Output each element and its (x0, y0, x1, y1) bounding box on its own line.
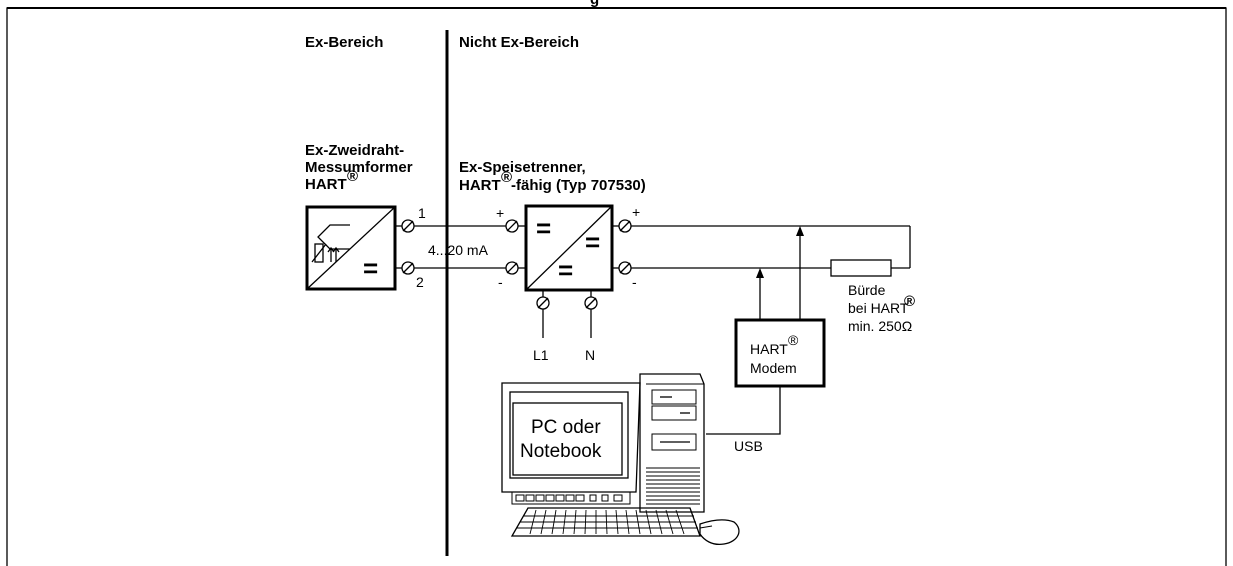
arrow-up-icon (796, 226, 804, 236)
output-loop: Bürde bei HART ® min. 250Ω (631, 225, 915, 334)
isolator-block: = = = (524, 204, 614, 292)
transmitter-registered-mark: ® (347, 168, 358, 185)
pc-tower (639, 373, 705, 513)
clipped-heading-fragment: g (590, 0, 599, 8)
terminal-1-label: 1 (418, 205, 426, 221)
isolator-registered-mark: ® (501, 169, 512, 186)
monitor-control-strip (511, 491, 631, 505)
pc-monitor: PC oder Notebook (501, 382, 641, 505)
keyboard-keys (517, 509, 698, 535)
arrow-up-icon (756, 268, 764, 278)
burden-resistor (830, 259, 892, 277)
pc-label-2: Notebook (520, 441, 602, 462)
transmitter-equals-symbol: = (363, 253, 378, 283)
isolator-output-terminals: + - (612, 204, 640, 290)
usb-cable (706, 386, 781, 435)
transmitter-title-1: Ex-Zweidraht- (305, 142, 404, 159)
ex-area-label: Ex-Bereich (305, 34, 383, 51)
burden-label-2: bei HART (848, 300, 909, 316)
usb-label: USB (734, 438, 763, 454)
supply-terminals: L1 N (533, 290, 598, 363)
drive-bay-icon (651, 389, 697, 405)
burden-registered-mark: ® (904, 293, 915, 310)
transmitter-title-3: HART (305, 176, 347, 193)
keyboard (510, 507, 701, 537)
isolator-in-plus-label: + (496, 205, 504, 221)
transmitter-diagonal (306, 206, 396, 290)
modem-label-2: Modem (750, 360, 797, 376)
terminal-2-label: 2 (416, 274, 424, 290)
modem-registered-mark: ® (788, 332, 799, 348)
transmitter-block: = (305, 205, 397, 291)
hart-modem: HART ® Modem (734, 318, 826, 388)
tower-vent-lines (646, 467, 700, 505)
isolator-out-minus-label: - (632, 274, 637, 290)
thermistor-slash (311, 243, 327, 263)
non-ex-area-label: Nicht Ex-Bereich (459, 34, 579, 51)
transmitter-terminals: 1 2 (395, 205, 426, 290)
isolator-diagonal (525, 205, 613, 291)
monitor-screen (512, 402, 623, 476)
drive-bay-icon (651, 405, 697, 421)
isolator-title-1: Ex-Speisetrenner, (459, 159, 586, 176)
pc-label-1: PC oder (531, 417, 601, 438)
supply-n-label: N (585, 347, 595, 363)
supply-l1-label: L1 (533, 347, 549, 363)
isolator-equals-1: = (536, 213, 551, 243)
current-signal-label: 4...20 mA (428, 242, 489, 258)
isolator-equals-2: = (585, 227, 600, 257)
isolator-title-2a: HART (459, 177, 501, 194)
isolator-title-2b: -fähig (Typ 707530) (511, 177, 646, 194)
monitor-housing (501, 382, 641, 493)
modem-connection (756, 226, 804, 320)
modem-label-1: HART (750, 341, 788, 357)
transmitter-title-2: Messumformer (305, 159, 413, 176)
burden-label-3: min. 250Ω (848, 318, 912, 334)
isolator-input-terminals: + - (496, 205, 525, 290)
isolator-equals-3: = (558, 255, 573, 285)
mouse (699, 519, 740, 546)
thermistor-icon (314, 243, 324, 263)
isolator-in-minus-label: - (498, 274, 503, 290)
diagram-border (6, 7, 1227, 566)
isolator-out-plus-label: + (632, 204, 640, 220)
temperature-arrows-icon (327, 246, 340, 262)
burden-label-1: Bürde (848, 282, 886, 298)
drive-bay-icon (651, 433, 697, 451)
